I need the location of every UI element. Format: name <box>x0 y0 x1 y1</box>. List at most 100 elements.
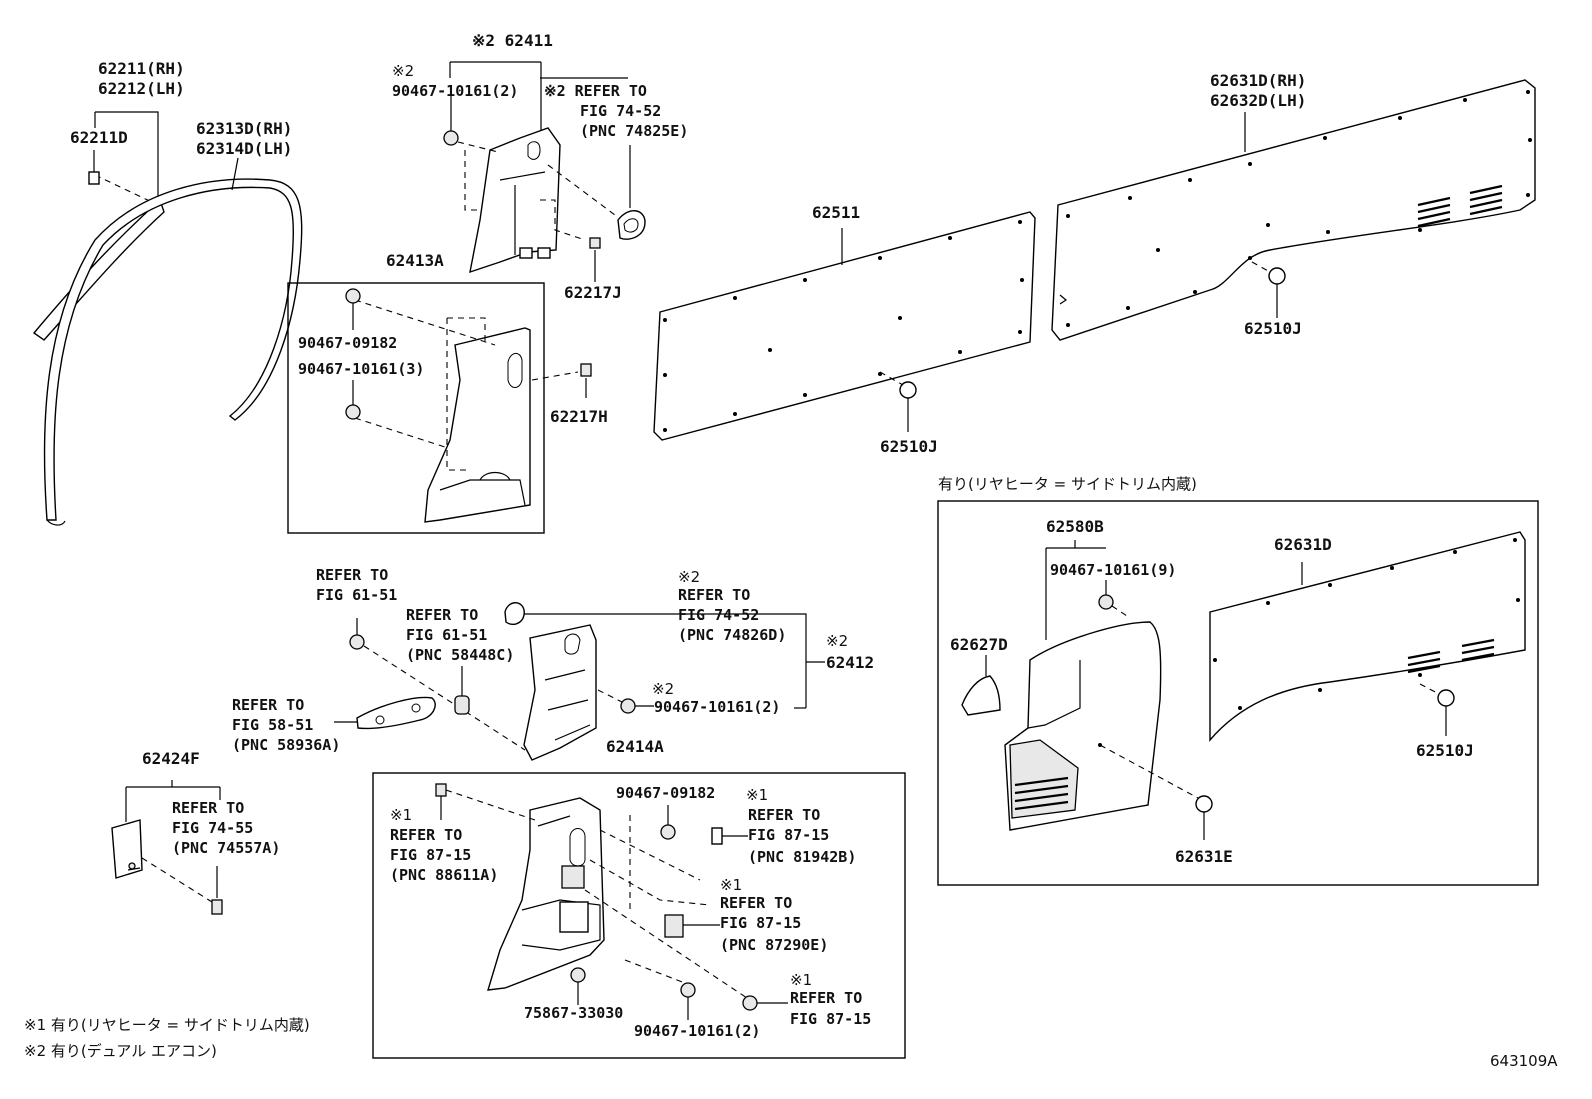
label-90467-10161-2-mid: 90467-10161(2) <box>654 698 780 716</box>
grommet-58448C <box>454 666 470 715</box>
clip-62217J <box>589 237 601 282</box>
label-refer-87290-2: FIG 87-15 <box>720 914 801 932</box>
connector-87290E <box>664 914 720 938</box>
label-mark-2b: ※2 <box>678 568 700 586</box>
label-refer-74-52-top-1: ※2 REFER TO <box>544 82 647 100</box>
label-90467-09182-b: 90467-09182 <box>616 784 715 802</box>
box-62413A <box>287 282 579 534</box>
clip-90467-10161-3 <box>345 380 361 420</box>
label-62424F: 62424F <box>142 749 200 768</box>
label-mark-1d: ※1 <box>790 971 812 989</box>
label-62411: ※2 62411 <box>472 31 553 50</box>
part-62424F <box>111 780 223 915</box>
panel-62631D-heater-holes <box>1098 538 1520 747</box>
label-62631D: 62631D <box>1274 535 1332 554</box>
label-90467-10161-2-top: 90467-10161(2) <box>392 82 518 100</box>
label-refer-74-52-mid-2: FIG 74-52 <box>678 606 759 624</box>
clip-90467-10161-mid <box>620 698 654 714</box>
label-refer-87-15-bot-2: FIG 87-15 <box>790 1010 871 1028</box>
label-mark-2a: ※2 <box>392 62 414 80</box>
label-refer-74-55-3: (PNC 74557A) <box>172 839 280 857</box>
label-box-note: 有り(リヤヒータ = サイドトリム内蔵) <box>938 475 1197 493</box>
label-62211: 62211(RH) <box>98 59 185 78</box>
label-refer-81942-1: REFER TO <box>748 806 820 824</box>
label-refer-61-51-a2: FIG 61-51 <box>316 586 397 604</box>
connector-81942B <box>711 827 748 845</box>
bracket-62424F <box>111 819 143 879</box>
label-layer: 62211(RH) 62212(LH) 62211D 62313D(RH) 62… <box>24 31 1558 1070</box>
label-62217H: 62217H <box>550 407 608 426</box>
label-refer-61-51-b1: REFER TO <box>406 606 478 624</box>
label-62212: 62212(LH) <box>98 79 185 98</box>
label-62511: 62511 <box>812 203 860 222</box>
hole-cover-74826D <box>504 602 790 626</box>
label-mark-1b: ※1 <box>746 786 768 804</box>
clip-62510J-a <box>879 371 917 432</box>
label-refer-74-55-2: FIG 74-55 <box>172 819 253 837</box>
62211-bracket <box>94 111 159 200</box>
mid-pillar-trim-62412 <box>523 624 597 761</box>
clip-62211D <box>88 150 100 185</box>
clip-90467-09182-a <box>345 288 361 330</box>
a-pillar-garnish <box>32 198 165 341</box>
label-refer-74-52-mid-3: (PNC 74826D) <box>678 626 786 644</box>
label-refer-74-52-mid-1: REFER TO <box>678 586 750 604</box>
heater-grille <box>1014 776 1069 811</box>
clip-75867-33030 <box>570 967 586 1005</box>
label-62211D: 62211D <box>70 128 128 147</box>
label-mark-1c: ※1 <box>720 876 742 894</box>
rear-quarter-panel-62631D <box>1051 79 1536 341</box>
label-75867-33030: 75867-33030 <box>524 1004 623 1022</box>
label-62631D-RH: 62631D(RH) <box>1210 71 1306 90</box>
label-refer-81942-3: (PNC 81942B) <box>748 848 856 866</box>
label-refer-81942-2: FIG 87-15 <box>748 826 829 844</box>
footnote-2: ※2 有り(デュアル エアコン) <box>24 1042 217 1060</box>
hole-cover-74825E <box>617 145 646 240</box>
speaker-grille-62631D <box>1417 184 1503 228</box>
clip-refer-87-15-bot <box>742 995 788 1011</box>
clip-90467-10161-top <box>443 90 459 146</box>
label-refer-88611-1: REFER TO <box>390 826 462 844</box>
label-refer-74-55-1: REFER TO <box>172 799 244 817</box>
lower-pillar-trim-62414A <box>487 797 605 991</box>
label-62631E: 62631E <box>1175 847 1233 866</box>
label-refer-58-51-3: (PNC 58936A) <box>232 736 340 754</box>
panel-62511 <box>653 211 1036 441</box>
label-refer-88611-3: (PNC 88611A) <box>390 866 498 884</box>
rear-quarter-panel-62631D-heater <box>1209 531 1526 742</box>
clip-62510J-b <box>1251 261 1286 318</box>
label-refer-58-51-2: FIG 58-51 <box>232 716 313 734</box>
label-refer-61-51-b3: (PNC 58448C) <box>406 646 514 664</box>
label-refer-87290-1: REFER TO <box>720 894 792 912</box>
clip-88611A <box>435 783 447 820</box>
label-62313D: 62313D(RH) <box>196 119 292 138</box>
clip-62631E <box>1099 744 1213 840</box>
label-62627D: 62627D <box>950 635 1008 654</box>
label-62314D: 62314D(LH) <box>196 139 292 158</box>
label-62217J: 62217J <box>564 283 622 302</box>
label-62414A: 62414A <box>606 737 664 756</box>
mid-pillar-trim-group <box>334 602 825 761</box>
label-mark-1a: ※1 <box>390 806 412 824</box>
label-62510J-c: 62510J <box>1416 741 1474 760</box>
label-90467-10161-9: 90467-10161(9) <box>1050 561 1176 579</box>
panel-62631D-holes <box>1066 90 1532 327</box>
panel-62511-holes <box>663 220 1024 432</box>
cap-62627D <box>961 655 1001 716</box>
label-62510J-a: 62510J <box>880 437 938 456</box>
label-refer-74-52-top-2: FIG 74-52 <box>580 102 661 120</box>
label-mark-2c: ※2 <box>826 632 848 650</box>
label-refer-87-15-bot-1: REFER TO <box>790 989 862 1007</box>
clip-90467-10161-bot <box>680 982 696 1020</box>
clip-90467-09182-b <box>660 805 676 840</box>
speaker-grille-62631D-heater <box>1407 638 1495 674</box>
label-mark-2d: ※2 <box>652 680 674 698</box>
label-62413A: 62413A <box>386 251 444 270</box>
upper-pillar-trim-group <box>443 61 646 282</box>
label-62412: 62412 <box>826 653 874 672</box>
label-62580B: 62580B <box>1046 517 1104 536</box>
door-weatherstrip <box>43 178 303 521</box>
clip-62510J-c <box>1419 683 1455 736</box>
a-pillar-garnish-group <box>32 111 303 526</box>
